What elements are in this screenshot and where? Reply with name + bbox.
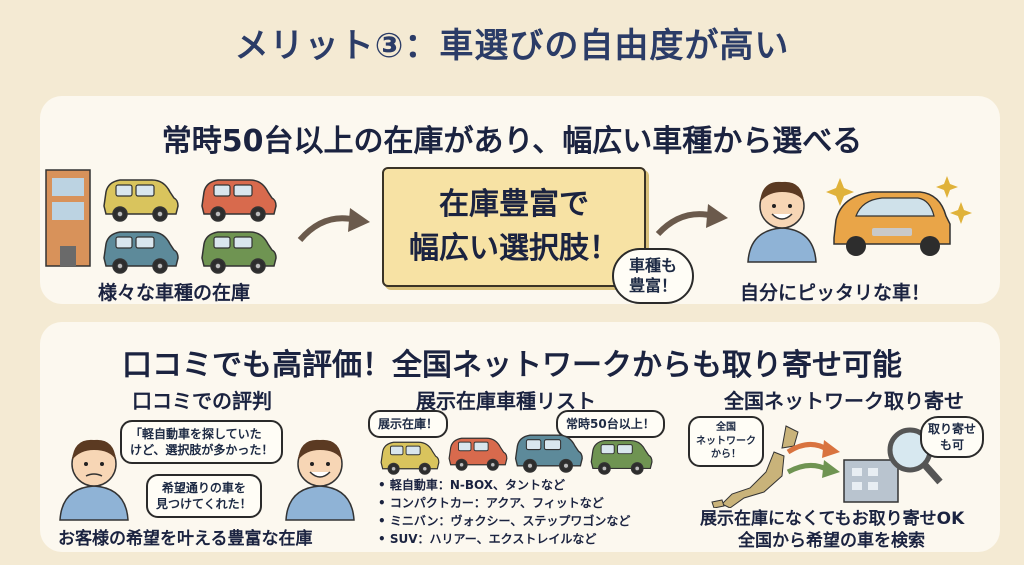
review-bubble-2-line2: 見つけてくれた！ [156,497,252,512]
stock-caption: 様々な車種の在庫 [98,282,251,304]
variety-badge: 車種も 豊富！ [612,248,694,304]
inventory-item-minivan: • ミニバン：ヴォクシー、ステップワゴンなど [378,514,631,528]
reviews-caption: お客様の希望を叶える豊富な在庫 [58,529,313,549]
arrow-right-icon [297,208,370,242]
order-bubble-line1: 取り寄せ [928,422,977,436]
orange-car-icon [826,176,972,256]
parking-tower-icon [45,169,91,267]
network-bubble-line1: 全国 [716,422,736,433]
review-bubble-1-line2: けど、選択肢が多かった！ [130,443,274,458]
order-bubble-line2: も可 [940,438,965,453]
highlight-box: 在庫豊富で 幅広い選択肢！ [382,167,646,287]
teal-minivan-icon [103,231,179,274]
review-bubble-2-line1: 希望通りの車を [161,481,246,495]
inventory-item-kei: • 軽自動車：N-BOX、タントなど [378,478,566,492]
network-caption-line1: 展示在庫になくてもお取り寄せOK [700,509,965,529]
review-bubble-1-line1: 「軽自動車を探していた [130,427,262,441]
variety-badge-line1: 車種も [628,256,677,275]
network-bubble-line3: から！ [711,449,741,460]
network-caption-line2: 全国から希望の車を検索 [738,531,925,551]
red-car-icon [448,437,508,471]
yellow-car-icon [380,441,440,475]
inventory-tag-left: 展示在庫！ [368,410,449,439]
page-title: メリット③：車選びの自由度が高い [234,26,790,66]
transfer-arrows-icon [786,440,840,478]
order-bubble: 取り寄せ も可 [920,416,985,459]
customer-icon [59,439,129,521]
happy-customer-icon [747,181,817,263]
inventory-title: 展示在庫車種リスト [416,389,596,413]
green-compact-car-icon [201,231,277,274]
inventory-tag-right: 常時50台以上！ [556,410,665,439]
blue-minivan-icon [514,434,583,473]
result-caption: 自分にピッタリな車！ [740,282,931,304]
arrow-right-icon [655,204,728,237]
reputation-heading: 口コミでも高評価！全国ネットワークからも取り寄せ可能 [122,348,902,383]
network-bubble: 全国 ネットワーク から！ [688,416,764,467]
network-title: 全国ネットワーク取り寄せ [724,389,964,413]
green-car-icon [590,439,653,475]
smiling-customer-icon [285,439,355,521]
review-bubble-2: 希望通りの車を 見つけてくれた！ [146,474,262,519]
highlight-line2: 幅広い選択肢！ [409,230,619,266]
inventory-item-suv: • SUV：ハリアー、エクストレイルなど [378,532,597,546]
network-bubble-line2: ネットワーク [696,435,756,447]
inventory-item-compact: • コンパクトカー：アクア、フィットなど [378,496,604,510]
variety-badge-line2: 豊富！ [628,276,677,295]
highlight-line1: 在庫豊富で [439,187,589,222]
inventory-list: • 軽自動車：N-BOX、タントなど • コンパクトカー：アクア、フィットなど … [378,476,630,548]
japan-map-icon [711,425,799,508]
review-bubble-1: 「軽自動車を探していた けど、選択肢が多かった！ [120,420,284,465]
stock-heading: 常時50台以上の在庫があり、幅広い車種から選べる [161,124,863,159]
red-compact-car-icon [201,179,277,222]
yellow-minivan-icon [103,179,179,222]
reviews-title: 口コミでの評判 [132,389,272,413]
